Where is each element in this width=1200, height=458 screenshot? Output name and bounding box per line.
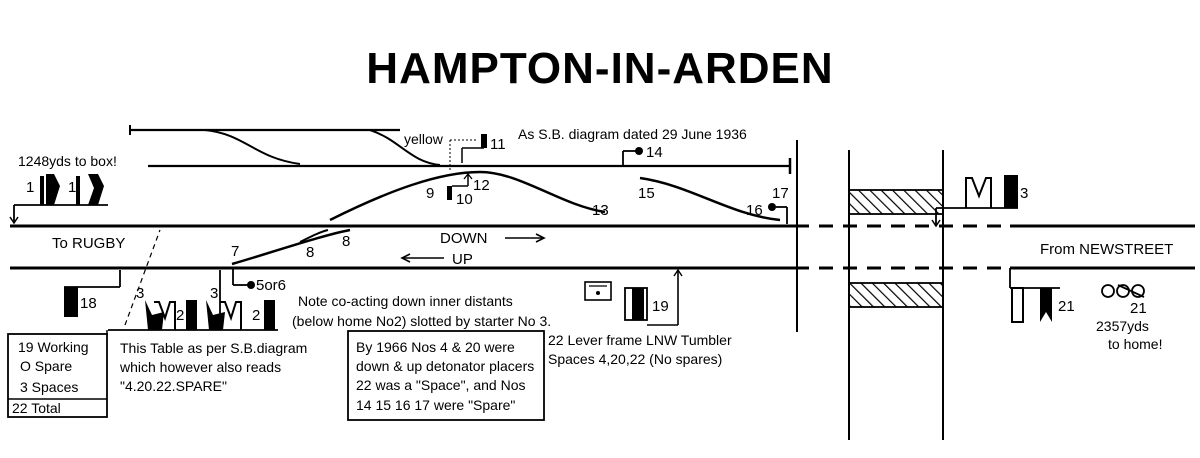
box-1966-line3: 22 was a "Space", and Nos bbox=[356, 377, 525, 393]
box-1966-line4: 14 15 16 17 were "Spare" bbox=[356, 397, 515, 413]
signal-12-arrow bbox=[463, 172, 473, 180]
label-5or6: 5or6 bbox=[256, 277, 286, 294]
down-label: DOWN bbox=[440, 230, 488, 247]
diagram-note: As S.B. diagram dated 29 June 1936 bbox=[518, 126, 747, 142]
table-note-line3: "4.20.22.SPARE" bbox=[120, 378, 227, 394]
label-3a: 3 bbox=[136, 285, 144, 302]
label-11: 11 bbox=[490, 136, 506, 153]
page-title: HAMPTON-IN-ARDEN bbox=[366, 44, 833, 93]
co-acting-note-line2: (below home No2) slotted by starter No 3… bbox=[292, 313, 551, 329]
label-12: 12 bbox=[473, 177, 490, 194]
signal-1b-fishtail-icon bbox=[88, 174, 104, 205]
crossover-13 bbox=[329, 170, 606, 222]
yellow-label: yellow bbox=[404, 131, 444, 147]
box-1966-line1: By 1966 Nos 4 & 20 were bbox=[356, 339, 515, 355]
crossover-15-16 bbox=[639, 176, 781, 222]
disc-16-icon bbox=[768, 203, 776, 211]
signal-21-board-icon bbox=[1011, 287, 1024, 323]
signal-arrow-1 bbox=[9, 216, 19, 225]
signal-3r-arm-icon bbox=[965, 177, 992, 208]
distance-right: 2357yds bbox=[1096, 318, 1149, 334]
signal-19-icon bbox=[632, 288, 644, 320]
signal-3a-fishtail-icon bbox=[145, 300, 164, 330]
signal-2b-icon bbox=[264, 300, 275, 330]
label-10: 10 bbox=[456, 191, 473, 208]
label-21b: 21 bbox=[1130, 300, 1147, 317]
signal-18-icon bbox=[64, 287, 78, 317]
label-1b: 1 bbox=[68, 179, 76, 196]
signal-19-box-icon bbox=[584, 281, 612, 301]
label-1a: 1 bbox=[26, 179, 34, 196]
table-note-line2: which however also reads bbox=[119, 359, 281, 375]
label-13: 13 bbox=[592, 202, 609, 219]
signal-1b-icon bbox=[76, 176, 80, 205]
siding-connection bbox=[204, 129, 301, 165]
lever-spare: O Spare bbox=[20, 358, 72, 374]
signal-3b-arm-icon bbox=[220, 301, 242, 330]
signal-21-fishtail-icon bbox=[1040, 288, 1052, 322]
co-acting-note-line1: Note co-acting down inner distants bbox=[298, 293, 513, 309]
signal-11-icon bbox=[481, 134, 487, 148]
distant-21-cross-icon bbox=[1117, 284, 1145, 298]
signal-19-arrow bbox=[673, 268, 683, 277]
label-21a: 21 bbox=[1058, 298, 1075, 315]
signal-1a-icon bbox=[40, 176, 44, 205]
disc-5or6-icon bbox=[247, 281, 255, 289]
label-3r: 3 bbox=[1020, 185, 1028, 202]
to-rugby-label: To RUGBY bbox=[52, 235, 125, 252]
label-3b: 3 bbox=[210, 285, 218, 302]
label-17: 17 bbox=[772, 185, 789, 202]
siding-connection-2 bbox=[369, 129, 441, 166]
label-16: 16 bbox=[746, 202, 763, 219]
crossover-7-8 bbox=[231, 228, 351, 266]
label-14: 14 bbox=[646, 144, 663, 161]
lever-working: 19 Working bbox=[18, 339, 89, 355]
platform-down bbox=[848, 189, 944, 215]
dashed-pointer bbox=[124, 229, 161, 326]
label-9: 9 bbox=[426, 185, 434, 202]
signal-3b-fishtail-icon bbox=[206, 300, 225, 330]
up-label: UP bbox=[452, 251, 473, 268]
table-note-line1: This Table as per S.B.diagram bbox=[120, 340, 307, 356]
lever-frame-line2: Spaces 4,20,22 (No spares) bbox=[548, 351, 722, 367]
to-home-label: to home! bbox=[1108, 336, 1162, 352]
down-arrowhead-icon bbox=[535, 233, 546, 243]
distant-21-lamp-1-icon bbox=[1101, 284, 1115, 298]
lever-total: 22 Total bbox=[12, 400, 61, 416]
box-1966-line2: down & up detonator placers bbox=[356, 358, 534, 374]
signal-3a-arm-icon bbox=[154, 301, 176, 330]
lever-summary-box bbox=[7, 333, 108, 418]
box-1966 bbox=[347, 330, 545, 421]
signal-3r-arrow bbox=[931, 219, 941, 228]
signal-3r-icon bbox=[1004, 175, 1018, 208]
signal-2a-icon bbox=[186, 300, 197, 330]
disc-14-icon bbox=[635, 147, 643, 155]
crossover-8b bbox=[299, 229, 329, 243]
label-8a: 8 bbox=[306, 244, 314, 261]
signal-19-dot-icon bbox=[596, 291, 600, 295]
signal-10-icon bbox=[447, 186, 452, 200]
signal-1a-fishtail-icon bbox=[46, 174, 60, 205]
up-arrowhead-icon bbox=[400, 253, 411, 263]
label-18: 18 bbox=[80, 295, 97, 312]
from-newstreet-label: From NEWSTREET bbox=[1040, 241, 1173, 258]
lever-spaces: 3 Spaces bbox=[20, 379, 78, 395]
label-8b: 8 bbox=[342, 233, 350, 250]
distance-left: 1248yds to box! bbox=[18, 153, 117, 169]
label-7: 7 bbox=[231, 243, 239, 260]
label-19: 19 bbox=[652, 298, 669, 315]
label-15: 15 bbox=[638, 185, 655, 202]
label-2a: 2 bbox=[176, 307, 184, 324]
lever-frame-line1: 22 Lever frame LNW Tumbler bbox=[548, 332, 732, 348]
label-2b: 2 bbox=[252, 307, 260, 324]
platform-up bbox=[848, 282, 944, 308]
